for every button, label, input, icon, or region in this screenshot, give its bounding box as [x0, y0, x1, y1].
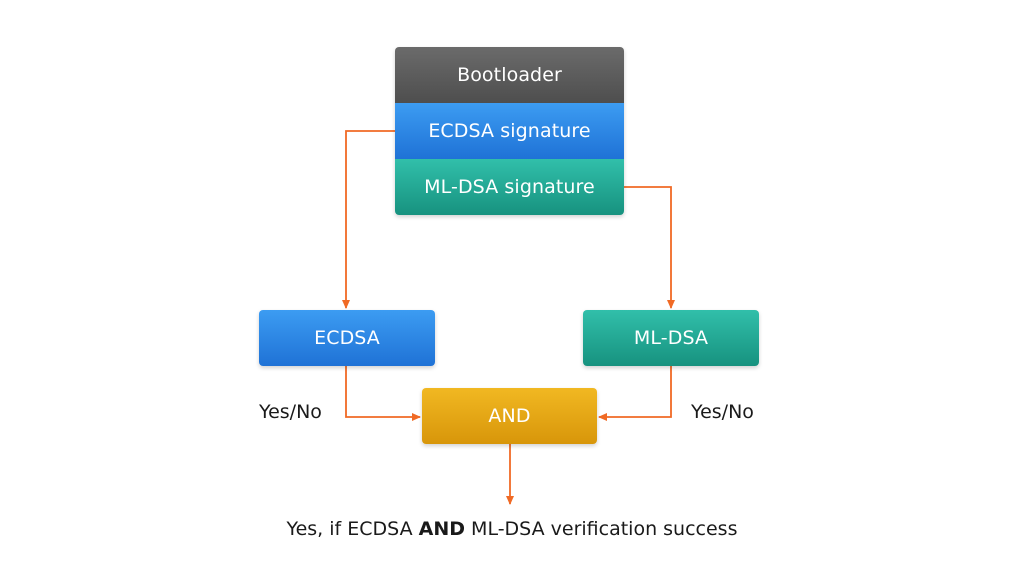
caption-prefix: Yes, if ECDSA	[286, 518, 419, 540]
signed-bootloader-stack: Bootloader ECDSA signature ML-DSA signat…	[395, 47, 624, 215]
ecdsa-signature-block: ECDSA signature	[395, 103, 624, 159]
mldsa-verify-node: ML-DSA	[583, 310, 759, 366]
bootloader-block: Bootloader	[395, 47, 624, 103]
ecdsa-verify-node: ECDSA	[259, 310, 435, 366]
mldsa-signature-block: ML-DSA signature	[395, 159, 624, 215]
arrow-mldsa-to-and	[598, 366, 672, 421]
caption-emphasis: AND	[418, 518, 466, 540]
arrow-ecdsa-to-and	[345, 366, 421, 421]
and-gate-node: AND	[422, 388, 597, 444]
arrow-ecdsa-signature-to-ecdsa	[342, 130, 395, 309]
result-caption: Yes, if ECDSA AND ML-DSA verification su…	[0, 518, 1024, 540]
mldsa-result-label: Yes/No	[691, 401, 754, 423]
caption-suffix: ML-DSA verification success	[465, 518, 738, 540]
ecdsa-result-label: Yes/No	[259, 401, 322, 423]
arrow-mldsa-signature-to-mldsa	[624, 186, 675, 309]
